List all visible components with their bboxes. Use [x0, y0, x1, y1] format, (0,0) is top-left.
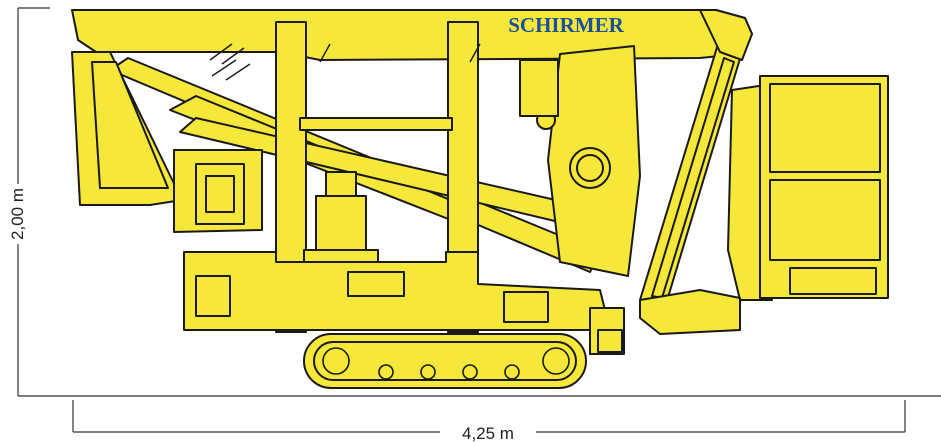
- motor-body: [315, 195, 367, 253]
- telescopic-arm-inner: [651, 57, 735, 299]
- chassis-left-panel: [195, 275, 231, 317]
- machine: [71, 9, 889, 389]
- brand-logo: SCHIRMER: [508, 13, 624, 37]
- basket-upper-panel: [769, 83, 881, 173]
- crawler-track-inner: [313, 341, 577, 381]
- control-box-inner: [205, 175, 235, 213]
- top-boom-left-bracket-inner: [91, 61, 169, 189]
- hinge-pivot-inner: [576, 154, 604, 182]
- track-roller: [462, 364, 478, 380]
- column-crossbar: [299, 117, 453, 131]
- chassis-right-block: [503, 291, 549, 323]
- track-roller: [542, 347, 570, 375]
- track-rollers: [322, 347, 570, 380]
- height-label: 2,00 m: [8, 188, 27, 240]
- track-roller: [504, 364, 520, 380]
- arm-bracket: [699, 9, 753, 61]
- boom-box: [519, 59, 559, 117]
- basket-bottom-panel: [789, 267, 877, 295]
- track-roller: [378, 364, 394, 380]
- basket-lower-panel: [769, 179, 881, 261]
- basket-arm-link: [639, 289, 741, 335]
- track-roller: [322, 347, 350, 375]
- chassis-slot: [347, 271, 405, 297]
- outrigger-foot-right: [597, 329, 623, 353]
- motor-top: [325, 171, 357, 197]
- boom-hatching: [209, 43, 481, 81]
- track-roller: [420, 364, 436, 380]
- length-label: 4,25 m: [462, 424, 514, 442]
- top-boom: [71, 9, 753, 61]
